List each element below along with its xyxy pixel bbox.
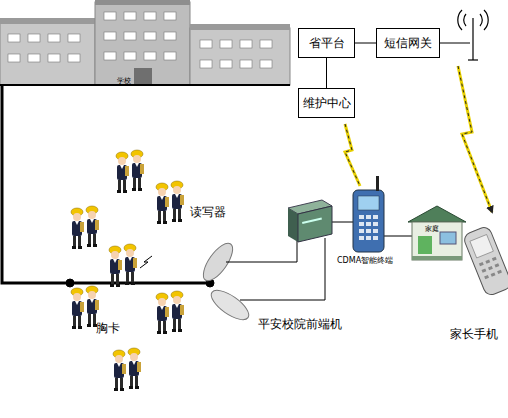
part-label: 读写器 bbox=[190, 204, 226, 221]
front-end-machine bbox=[288, 200, 332, 242]
students bbox=[71, 150, 184, 391]
wireless-link bbox=[345, 66, 492, 212]
process-box: 省平台 bbox=[298, 28, 355, 58]
home-house bbox=[408, 206, 466, 260]
card-reader bbox=[198, 239, 253, 325]
box-label: 维护中心 bbox=[303, 95, 351, 112]
part-label: CDMA智能终端 bbox=[337, 255, 393, 266]
part-label: 胸卡 bbox=[96, 320, 120, 337]
part-label: 家长手机 bbox=[450, 326, 498, 343]
connector-line bbox=[355, 43, 376, 44]
campus-wall bbox=[0, 85, 290, 287]
wires bbox=[226, 43, 470, 300]
part-label: 家庭 bbox=[425, 224, 439, 234]
cdma-terminal bbox=[353, 176, 384, 252]
box-label: 省平台 bbox=[309, 35, 345, 52]
process-box: 短信网关 bbox=[376, 28, 440, 58]
connector-line bbox=[326, 58, 327, 88]
school-building bbox=[0, 0, 290, 85]
part-label: 平安校院前端机 bbox=[258, 316, 342, 333]
parent-phone bbox=[462, 225, 508, 297]
box-label: 短信网关 bbox=[384, 35, 432, 52]
antenna bbox=[458, 10, 488, 60]
part-label: 学校 bbox=[117, 76, 131, 86]
process-box: 维护中心 bbox=[298, 88, 355, 118]
